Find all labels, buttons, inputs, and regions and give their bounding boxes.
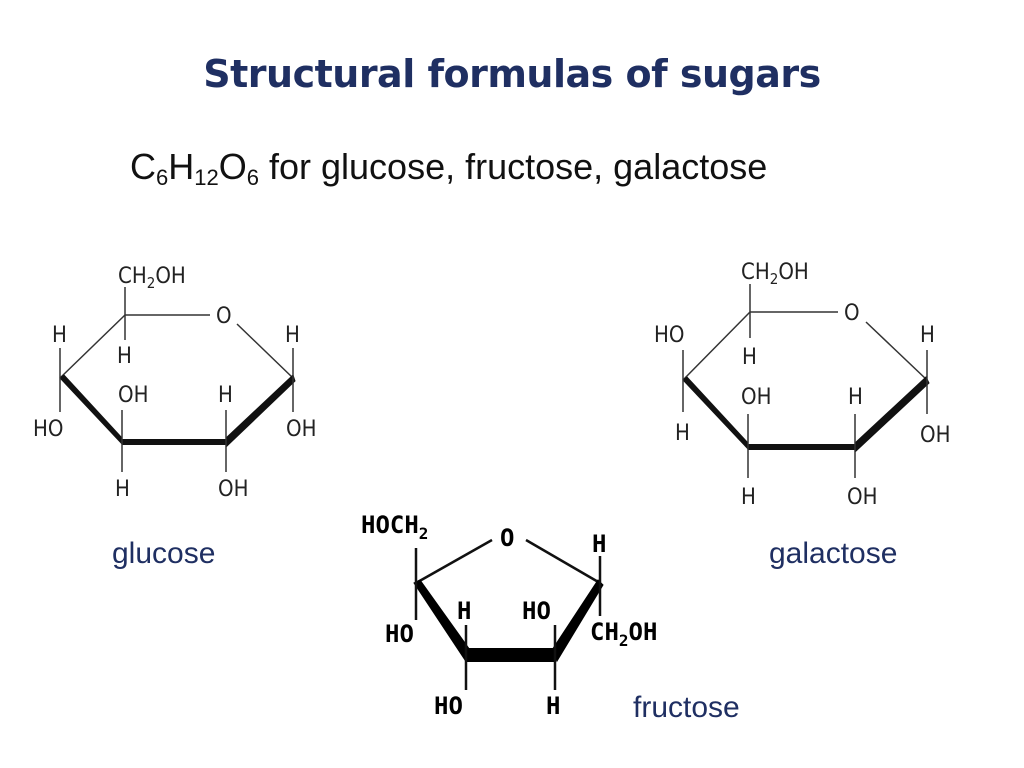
fructose-bond-c2-o <box>415 538 493 585</box>
glucose-c1-h-label: H <box>285 323 300 348</box>
glucose-c2-h-label: H <box>218 383 233 408</box>
galactose-c4-h-label: H <box>675 421 690 446</box>
fructose-bond-o-c5 <box>525 538 601 585</box>
glucose-ring-o-label: O <box>216 304 232 329</box>
galactose-label: galactose <box>769 537 898 570</box>
fructose-ch2oh-label: CH2OH <box>590 618 657 650</box>
fructose-atom-labels: HOCH2 O H H HO HO CH2OH HO H <box>361 511 657 720</box>
glucose-atom-labels: CH2OH O H H H OH H HO OH H OH <box>33 264 316 502</box>
glucose-structure <box>59 287 296 472</box>
glucose-c4-oh-label: HO <box>33 417 63 442</box>
formula-carbon: C <box>130 146 156 187</box>
glucose-c3-oh-label: OH <box>118 383 148 408</box>
glucose-c4-h-label: H <box>52 323 67 348</box>
glucose-bond-c2-c1-wedge <box>225 374 296 449</box>
glucose-label: glucose <box>112 537 216 570</box>
galactose-ch2oh-label: CH2OH <box>741 260 809 288</box>
galactose-bond-c2-c1-wedge <box>854 376 930 454</box>
galactose-bond-c5-c4 <box>682 311 751 381</box>
formula-hydrogen: H <box>168 146 195 187</box>
galactose-c4-ho-label: HO <box>654 323 684 348</box>
formula-carbon-count: 6 <box>156 165 169 190</box>
fructose-c3-ho-label: HO <box>434 692 463 720</box>
galactose-atom-labels: CH2OH O HO H H OH H H OH H OH <box>654 260 950 510</box>
formula-description: for glucose, fructose, galactose <box>259 146 768 187</box>
fructose-ring-o-label: O <box>500 524 514 552</box>
fructose-label: fructose <box>633 691 740 724</box>
glucose-c5-h-label: H <box>117 344 132 369</box>
glucose-c3-h-label: H <box>115 477 130 502</box>
glucose-c1-oh-label: OH <box>286 417 316 442</box>
glucose-bond-c4-c3-wedge <box>59 374 123 446</box>
fructose-structure <box>413 538 604 690</box>
glucose-bond-o-c1 <box>236 323 294 379</box>
glucose-ch2oh-label: CH2OH <box>118 264 186 292</box>
galactose-bond-c4-c3-wedge <box>682 376 749 451</box>
galactose-ring-o-label: O <box>844 301 860 326</box>
galactose-structure <box>682 284 930 478</box>
galactose-c2-h-label: H <box>848 385 863 410</box>
galactose-c1-oh-label: OH <box>920 423 950 448</box>
galactose-c5-h-label: H <box>742 345 757 370</box>
molecular-formula: C6H12O6 for glucose, fructose, galactose <box>130 146 768 190</box>
formula-hydrogen-count: 12 <box>194 165 219 190</box>
fructose-hoch2-label: HOCH2 <box>361 511 428 543</box>
galactose-c2-oh-label: OH <box>847 485 877 510</box>
fructose-c2-ho-label: HO <box>385 620 414 648</box>
fructose-c5-h-label: H <box>592 530 606 558</box>
galactose-c3-oh-label: OH <box>741 385 771 410</box>
glucose-c2-oh-label: OH <box>218 477 248 502</box>
galactose-c3-h-label: H <box>741 485 756 510</box>
galactose-c1-h-label: H <box>920 323 935 348</box>
formula-oxygen-count: 6 <box>246 165 259 190</box>
galactose-bond-o-c1 <box>865 321 928 381</box>
glucose-bond-c5-c4 <box>59 314 126 379</box>
formula-oxygen: O <box>218 146 247 187</box>
fructose-c4-h-label: H <box>546 692 560 720</box>
slide-title: Structural formulas of sugars <box>203 52 821 96</box>
fructose-c4-ho-label: HO <box>522 597 551 625</box>
fructose-c3-h-label: H <box>457 597 471 625</box>
